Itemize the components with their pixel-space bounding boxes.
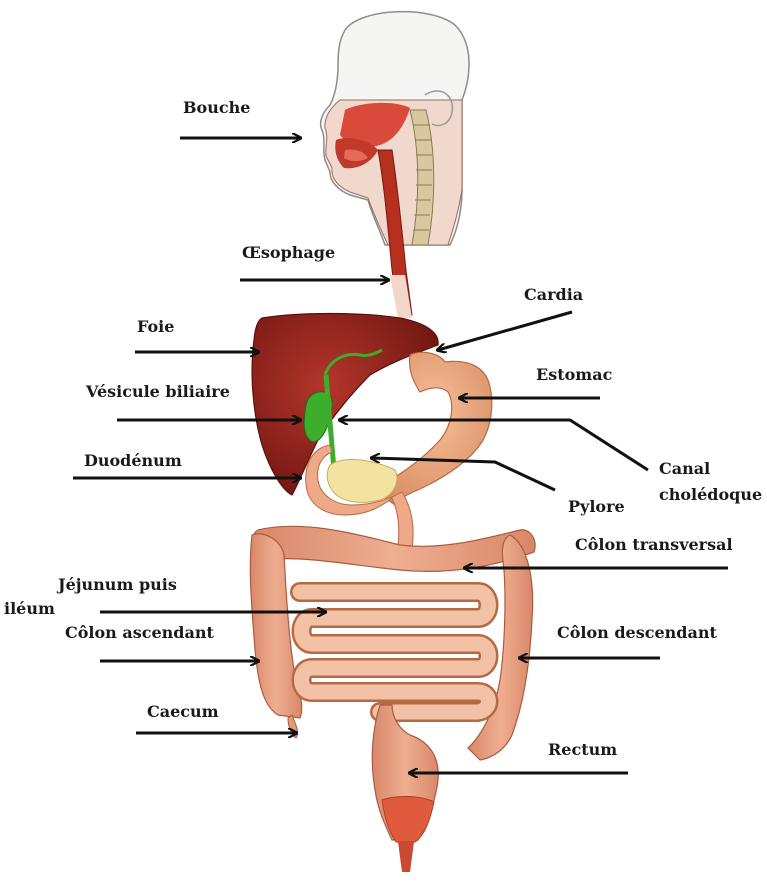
- arrow-cardia: [438, 312, 572, 350]
- label-jejunum-line2: iléum: [4, 600, 55, 618]
- transverse-colon: [252, 526, 535, 571]
- appendix: [288, 715, 298, 738]
- label-colon-descendant: Côlon descendant: [557, 624, 717, 642]
- label-vesicule-biliaire: Vésicule biliaire: [86, 383, 230, 401]
- label-bouche: Bouche: [183, 99, 250, 117]
- label-caecum: Caecum: [147, 703, 219, 721]
- label-colon-transversal: Côlon transversal: [575, 536, 733, 554]
- label-canal-line2: cholédoque: [659, 486, 762, 504]
- label-colon-ascendant: Côlon ascendant: [65, 624, 214, 642]
- label-duodenum: Duodénum: [84, 452, 182, 470]
- small-intestine: [300, 592, 489, 712]
- label-estomac: Estomac: [536, 366, 612, 384]
- label-pylore: Pylore: [568, 498, 625, 516]
- label-foie: Foie: [137, 318, 174, 336]
- label-rectum: Rectum: [548, 741, 617, 759]
- label-canal-line1: Canal: [659, 460, 710, 478]
- label-jejunum-line1: Jéjunum puis: [58, 576, 177, 594]
- label-cardia: Cardia: [524, 286, 583, 304]
- pancreas: [327, 460, 397, 503]
- label-oesophage: Œsophage: [242, 244, 335, 262]
